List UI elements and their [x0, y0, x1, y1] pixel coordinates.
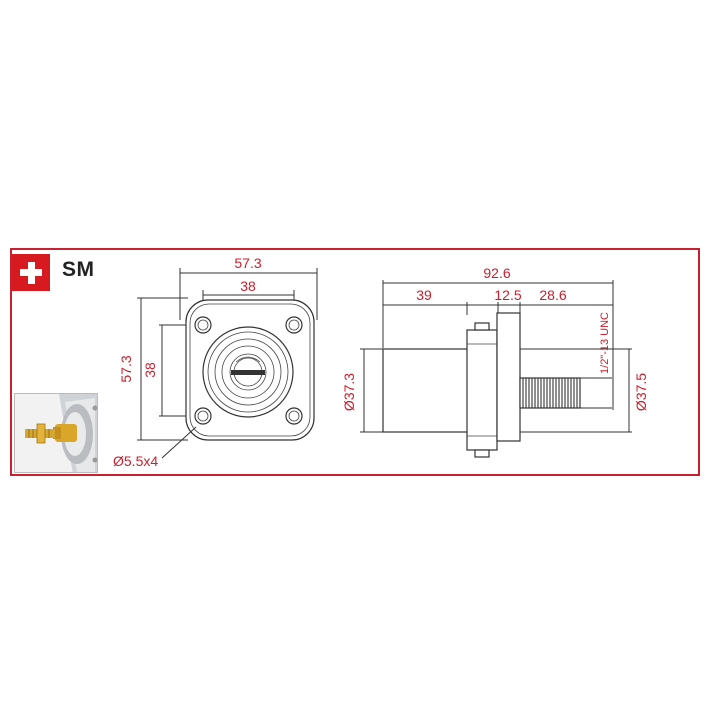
product-photo-image — [15, 394, 97, 472]
front-view — [137, 268, 318, 459]
product-photo — [14, 393, 98, 473]
side-view — [360, 280, 632, 458]
dim-thread-length: 28.6 — [539, 287, 566, 303]
dim-holes: Ø5.5x4 — [113, 453, 158, 469]
dimension-labels: 57.3 38 57.3 38 Ø5.5x4 92.6 39 12.5 28.6… — [113, 255, 649, 469]
dim-length-body: 39 — [416, 287, 432, 303]
dim-width-holes: 38 — [240, 278, 256, 294]
dim-length-total: 92.6 — [483, 265, 510, 281]
dim-height-holes: 38 — [142, 362, 158, 378]
model-label: SM — [62, 258, 95, 281]
product-panel — [10, 248, 700, 476]
dim-flange: 12.5 — [494, 287, 521, 303]
dim-height-outer: 57.3 — [118, 355, 134, 382]
dim-diameter-body: Ø37.3 — [341, 373, 357, 411]
dim-thread-spec: 1/2"-13 UNC — [599, 312, 611, 374]
dim-width-outer: 57.3 — [234, 255, 261, 271]
swiss-cross-icon — [12, 254, 50, 291]
dim-diameter-rear: Ø37.5 — [633, 373, 649, 411]
